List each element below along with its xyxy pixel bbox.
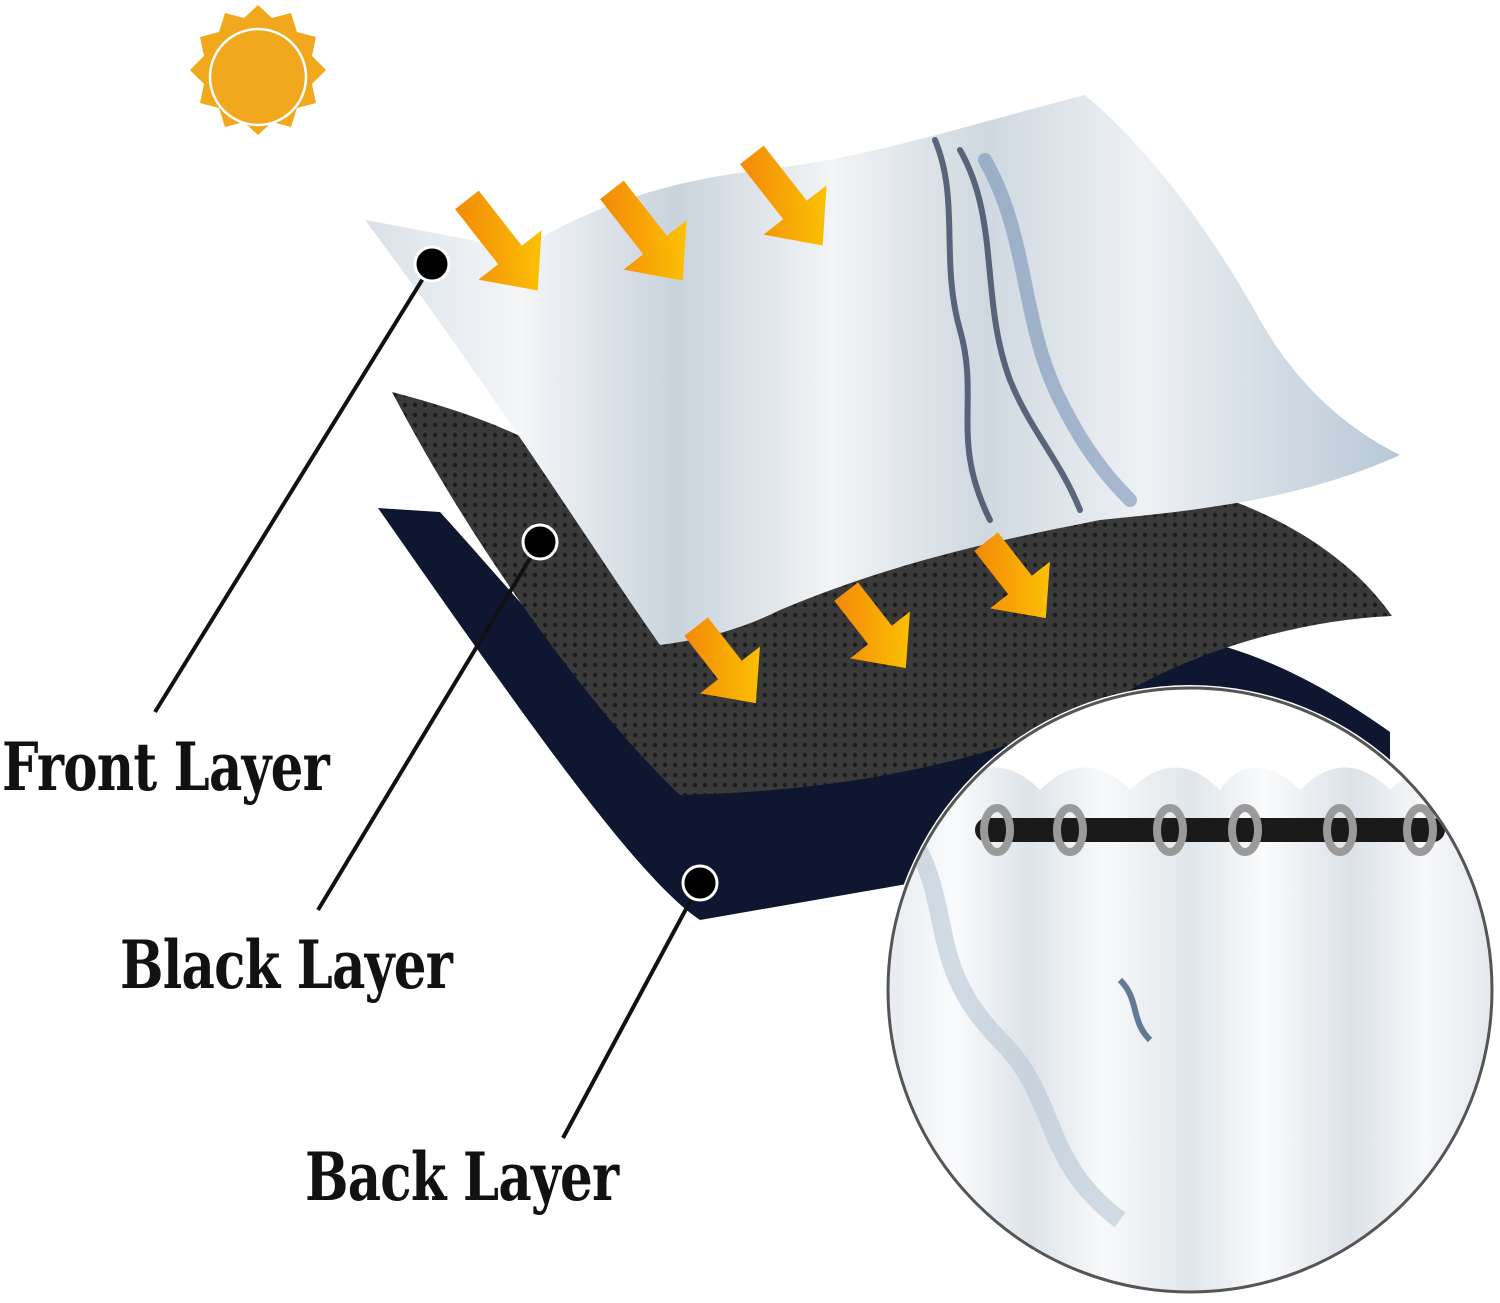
arrow-icon — [684, 617, 760, 704]
grommet-icon — [1228, 804, 1262, 856]
grommet-icon — [980, 804, 1014, 856]
arrow-icon — [455, 190, 542, 291]
marble-vein — [892, 814, 1126, 1228]
marble-vein — [978, 153, 1137, 507]
arrow-icon — [600, 180, 687, 281]
grommet-icon — [1323, 804, 1357, 856]
back-layer-label: Back Layer — [305, 1138, 619, 1216]
grommet-icon — [1403, 804, 1437, 856]
leader-line-black — [316, 540, 542, 912]
grommet-icon — [1153, 804, 1187, 856]
marble-vein — [1117, 977, 1153, 1043]
leader-line-front — [153, 262, 434, 714]
black-layer-label: Black Layer — [120, 926, 453, 1004]
pointer-dot-icon — [521, 523, 559, 561]
arrow-icon — [974, 532, 1050, 619]
arrow-icon — [834, 582, 910, 669]
front-layer-label: Front Layer — [2, 728, 330, 806]
leader-line-back — [561, 882, 702, 1139]
marble-vein — [932, 137, 1083, 523]
pointer-dot-icon — [413, 245, 451, 283]
front-layer — [365, 95, 1400, 645]
pointer-dot-icon — [681, 864, 719, 902]
curtain-rod — [975, 818, 1445, 842]
grommet-icon — [1053, 804, 1087, 856]
sun-icon — [190, 5, 326, 135]
arrow-icon — [740, 145, 827, 246]
